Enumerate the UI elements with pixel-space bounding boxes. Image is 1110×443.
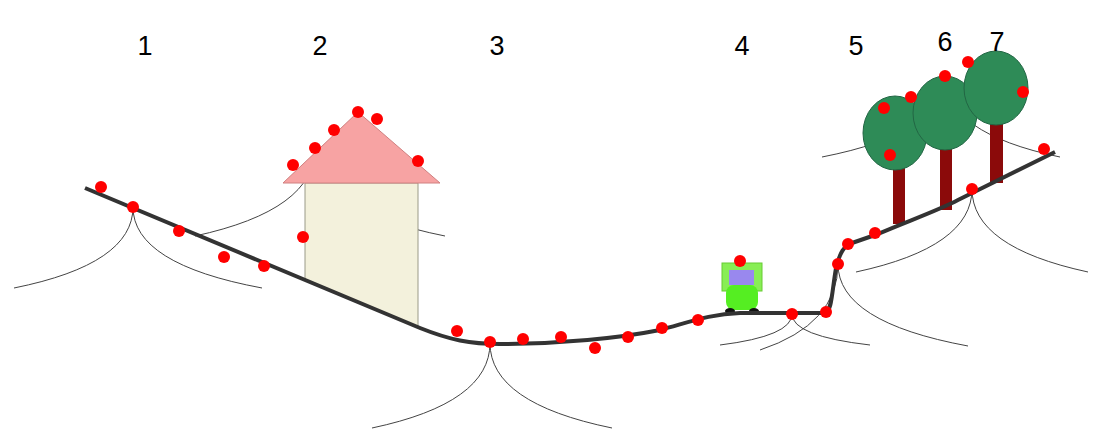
car-body [726,285,758,310]
sample-point [451,325,463,337]
sample-point [832,258,844,270]
sample-point [939,70,951,82]
sample-point [258,260,270,272]
sample-point [218,251,230,263]
sample-point [589,342,601,354]
sample-point [555,331,567,343]
sample-point [878,102,890,114]
sample-point [1017,86,1029,98]
sample-point [352,106,364,118]
ground-line [85,152,1055,344]
sample-point [287,159,299,171]
sample-point [884,149,896,161]
sample-point [95,181,107,193]
sample-point [371,113,383,125]
kernel-shape [372,343,612,428]
sample-point [328,124,340,136]
trees [863,51,1028,224]
sample-point [412,155,424,167]
tree-trunk [940,140,952,210]
sample-points [95,56,1050,354]
sample-point [622,331,634,343]
sample-point [842,238,854,250]
sample-point [484,336,496,348]
sample-point [734,255,746,267]
sample-point [656,322,668,334]
sample-point [692,314,704,326]
sample-point [966,183,978,195]
sample-point [517,333,529,345]
house [283,112,440,327]
sample-point [869,227,881,239]
callout-number: 5 [848,33,863,60]
callout-number: 2 [312,33,327,60]
kernel-shape [822,76,1060,157]
callout-number: 6 [937,29,952,56]
car-window [729,270,754,285]
callout-number: 4 [734,33,749,60]
sample-point [820,306,832,318]
callout-number: 1 [137,33,152,60]
sample-point [1038,143,1050,155]
kernel-shape [760,264,968,350]
house-roof [283,112,440,183]
sample-point [786,308,798,320]
sample-point [127,201,139,213]
kernel-shapes [14,76,1088,428]
callout-number: 3 [489,33,504,60]
sample-point [962,56,974,68]
sample-point [905,91,917,103]
callout-number: 7 [989,29,1004,56]
sample-point [173,225,185,237]
car [722,263,762,314]
sample-point [309,142,321,154]
sample-point [297,231,309,243]
